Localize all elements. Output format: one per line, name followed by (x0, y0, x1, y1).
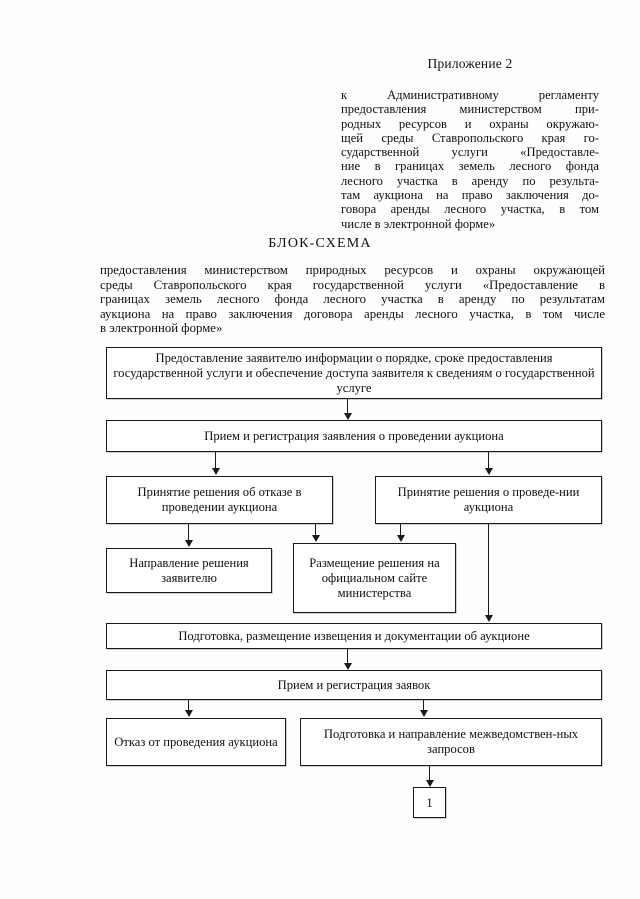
intro-line: аукциона на право заключения договора ар… (100, 306, 605, 321)
flow-node-send-decision: Направление решения заявителю (106, 548, 272, 593)
intro-line: в электронной форме» (100, 321, 223, 336)
flow-node-label: Прием и регистрация заявок (277, 677, 431, 692)
flow-node-label: Принятие решения об отказе в проведении … (137, 485, 302, 514)
connector-n8-n9 (188, 700, 190, 711)
arrowhead-n4-n6 (396, 535, 405, 542)
connector-n7-n8 (347, 649, 349, 664)
appendix-ref-line: говора аренды лесного участка, в том (341, 202, 599, 217)
flow-node-label: Направление решения заявителю (129, 555, 249, 585)
arrowhead-n7-n8 (343, 663, 352, 670)
arrowhead-n2-n3 (211, 468, 220, 475)
flow-node-auction-decision: Принятие решения о проведе-нии аукциона (375, 476, 602, 524)
arrowhead-n2-n4 (484, 468, 493, 475)
appendix-ref-line: предоставления министерством при- (341, 102, 599, 117)
flow-node-label: Предоставление заявителю информации о по… (113, 350, 595, 395)
flow-node-label: Подготовка, размещение извещения и докум… (178, 628, 530, 643)
arrowhead-n3-n5 (184, 540, 193, 547)
arrowhead-n4-n7 (484, 615, 493, 622)
flow-node-label: Подготовка и направление межведомствен-н… (323, 727, 579, 756)
flow-node-application-registration: Прием и регистрация заявления о проведен… (106, 420, 602, 452)
connector-n3-n5 (188, 524, 190, 541)
scheme-title: БЛОК-СХЕМА (268, 236, 372, 251)
arrowhead-n3-n6 (311, 535, 320, 542)
flow-node-label: Принятие решения о проведе-нии аукциона (397, 485, 580, 514)
flow-node-label: Отказ от проведения аукциона (114, 734, 278, 749)
flow-node-interagency-requests: Подготовка и направление межведомствен-н… (300, 718, 602, 766)
intro-line: среды Ставропольского края государственн… (100, 277, 605, 292)
connector-n8-n10 (423, 700, 425, 711)
flow-node-information-provision: Предоставление заявителю информации о по… (106, 347, 602, 399)
connector-n2-n4 (488, 452, 490, 469)
appendix-ref-line: к Административному регламенту (341, 88, 599, 102)
appendix-ref-line: сударственной услуги «Предоставле- (341, 145, 599, 160)
flow-node-page-connector: 1 (413, 787, 446, 818)
connector-n4-n6 (400, 524, 402, 536)
arrowhead-n8-n10 (419, 710, 428, 717)
flow-node-notice-preparation: Подготовка, размещение извещения и докум… (106, 623, 602, 649)
flow-node-bid-registration: Прием и регистрация заявок (106, 670, 602, 700)
connector-n1-n2 (347, 399, 349, 414)
appendix-ref-line: родных ресурсов и охраны окружаю- (341, 116, 599, 131)
connector-n10-n11 (429, 766, 431, 781)
intro-line: предоставления министерством природных р… (100, 263, 605, 277)
arrowhead-n8-n9 (184, 710, 193, 717)
flow-node-label: Прием и регистрация заявления о проведен… (204, 428, 504, 443)
appendix-ref-line: ние в границах земель лесного фонда (341, 159, 599, 174)
appendix-title: Приложение 2 (427, 56, 513, 71)
appendix-reference: к Административному регламенту предостав… (341, 88, 599, 231)
connector-n3-n6 (315, 524, 317, 536)
appendix-ref-line: числе в электронной форме» (341, 216, 496, 231)
flow-node-label: 1 (426, 795, 433, 810)
flow-node-refusal-decision: Принятие решения об отказе в проведении … (106, 476, 333, 524)
flow-node-publish-decision: Размещение решения на официальном сайте … (293, 543, 456, 613)
connector-n4-n7 (488, 524, 490, 616)
appendix-ref-line: там аукциона на право заключения до- (341, 188, 599, 203)
intro-paragraph: предоставления министерством природных р… (100, 263, 605, 336)
appendix-ref-line: лесного участка в аренду по результа- (341, 173, 599, 188)
flow-node-label: Размещение решения на официальном сайте … (309, 555, 440, 600)
appendix-ref-line: щей среды Ставропольского края го- (341, 130, 599, 145)
arrowhead-n10-n11 (425, 780, 434, 787)
arrowhead-n1-n2 (343, 413, 352, 420)
connector-n2-n3 (215, 452, 217, 469)
intro-line: границах земель лесного фонда лесного уч… (100, 292, 605, 307)
flow-node-auction-cancellation: Отказ от проведения аукциона (106, 718, 286, 766)
